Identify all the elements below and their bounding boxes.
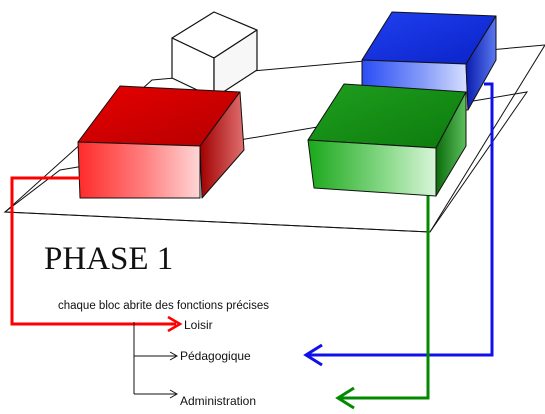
- label-administration: Administration: [180, 394, 256, 408]
- blue-arrow: [303, 82, 494, 367]
- green-block: [307, 83, 467, 197]
- green-arrow: [335, 196, 430, 410]
- caption-text: chaque bloc abrite des fonctions précise…: [58, 300, 269, 312]
- label-loisir: Loisir: [184, 318, 213, 332]
- red-block: [77, 85, 245, 199]
- phase-title: PHASE 1: [44, 241, 173, 277]
- label-pedagogique: Pédagogique: [180, 349, 251, 363]
- green-block-side: [435, 91, 467, 197]
- white-block: [171, 11, 258, 99]
- red-block-front: [77, 141, 201, 199]
- red-arrow: [10, 176, 183, 333]
- red-block-side: [199, 91, 245, 199]
- white-block-side: [213, 29, 258, 99]
- function-bracket: [133, 322, 179, 399]
- blue-block-side: [465, 15, 497, 111]
- green-block-front: [307, 139, 437, 197]
